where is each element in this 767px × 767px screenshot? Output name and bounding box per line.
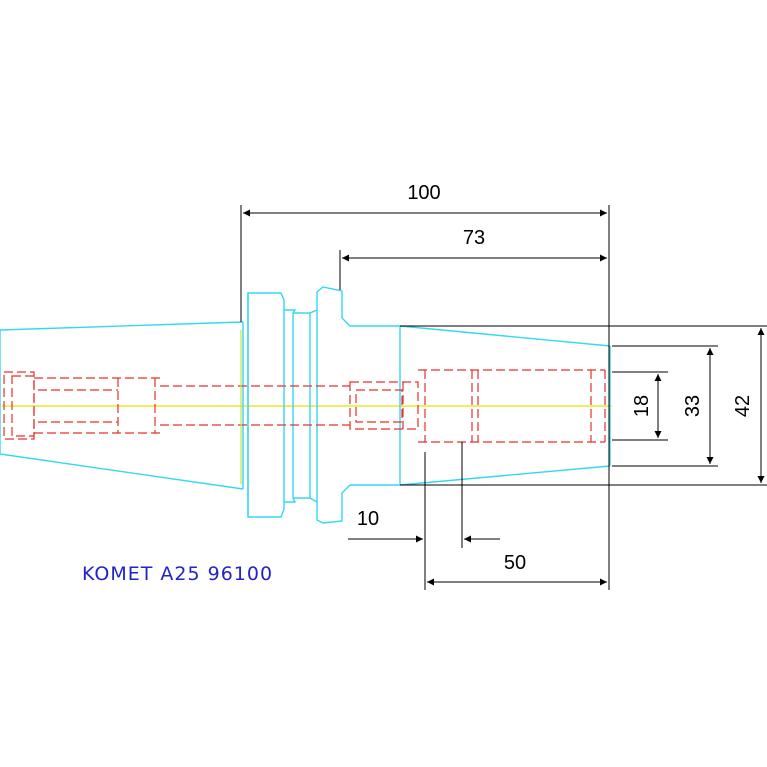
hidden-bore-lines: [3, 369, 606, 443]
part-caption: KOMET A25 96100: [82, 563, 273, 585]
dimension-lines: [240, 205, 767, 590]
dim-bore-depth: 50: [504, 552, 526, 574]
dim-outer-diameter: 42: [732, 395, 754, 417]
dim-body-length: 73: [463, 227, 485, 249]
dim-bore-diameter: 18: [631, 395, 653, 417]
tool-holder-outline: [0, 286, 611, 524]
dim-groove-offset: 10: [357, 508, 379, 530]
dim-inner-diameter: 33: [682, 395, 704, 417]
dim-total-length: 100: [407, 182, 440, 204]
